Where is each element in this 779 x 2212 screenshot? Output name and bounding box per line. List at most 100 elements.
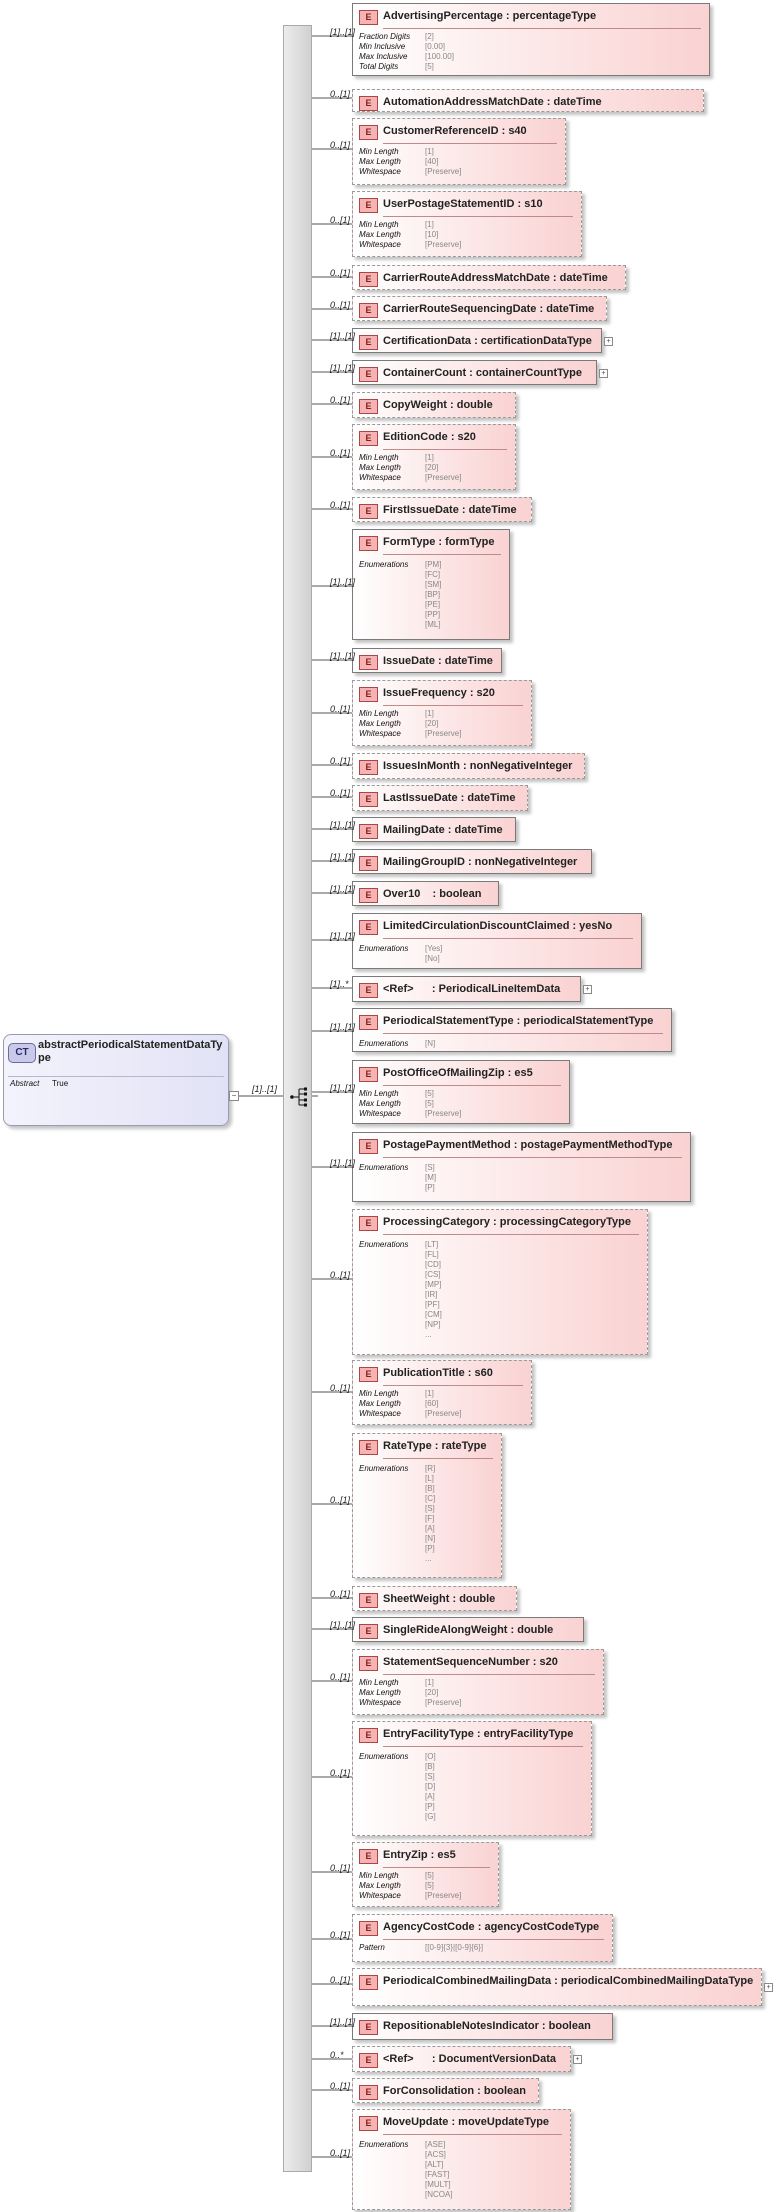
element-badge: E — [359, 536, 378, 551]
facet-label: Max Length — [359, 719, 401, 728]
element-badge: E — [359, 1849, 378, 1864]
facet-label: Total Digits — [359, 62, 399, 71]
enumeration-value: ... — [425, 1554, 432, 1563]
enumeration-value: [IR] — [425, 1290, 438, 1299]
element-badge: E — [359, 655, 378, 670]
element-multiplicity: [1]..[1] — [330, 2017, 356, 2027]
facet-divider — [383, 1939, 604, 1940]
facet-row: Max Length[40] — [359, 157, 438, 167]
element-multiplicity: [1]..[1] — [330, 363, 356, 373]
element-multiplicity: [1]..* — [330, 979, 349, 989]
facet-divider — [383, 1234, 639, 1235]
element-name: LastIssueDate : dateTime — [383, 792, 516, 804]
facet-row: Min Length[5] — [359, 1089, 434, 1099]
facet-label: Whitespace — [359, 473, 401, 482]
element-multiplicity: [1]..[1] — [330, 820, 356, 830]
facet-divider — [383, 938, 633, 939]
element-badge: E — [359, 303, 378, 318]
expand-icon[interactable]: + — [573, 2055, 582, 2064]
expand-icon[interactable]: + — [599, 368, 608, 378]
expand-icon[interactable]: + — [764, 1983, 773, 1992]
enumeration-value: [NP] — [425, 1320, 441, 1329]
facet-label: Max Length — [359, 463, 401, 472]
element-multiplicity: 0..[1] — [330, 1495, 351, 1505]
element-box[interactable]: E<Ref> : PeriodicalLineItemData — [352, 976, 581, 1002]
facet-label: Whitespace — [359, 167, 401, 176]
expand-icon[interactable]: + — [604, 336, 613, 346]
facet-value: [20] — [425, 1688, 439, 1697]
facet-value: [Preserve] — [425, 1109, 462, 1118]
element-badge: E — [359, 399, 378, 414]
facet-row: Min Length[1] — [359, 453, 434, 463]
element-badge: E — [359, 367, 378, 382]
enumerations-label: Enumerations — [359, 2140, 409, 2149]
element-name: LimitedCirculationDiscountClaimed : yesN… — [383, 920, 613, 932]
enumeration-value: [LT] — [425, 1240, 439, 1249]
facet-label: Whitespace — [359, 1698, 401, 1707]
element-multiplicity: 0..[1] — [330, 500, 351, 510]
element-badge: E — [359, 888, 378, 903]
facet-divider — [383, 1867, 490, 1868]
element-name: <Ref> : PeriodicalLineItemData — [383, 983, 561, 995]
enumerations-label: Enumerations — [359, 1163, 409, 1172]
enumeration-value: [O] — [425, 1752, 436, 1761]
enumeration-value: [ML] — [425, 620, 441, 629]
element-multiplicity: 0..[1] — [330, 704, 351, 714]
expand-icon[interactable]: + — [583, 985, 592, 994]
enumeration-value: [A] — [425, 1792, 435, 1801]
facet-row: Whitespace[Preserve] — [359, 473, 461, 483]
enumeration-value: [D] — [425, 1782, 436, 1791]
facet-divider — [383, 705, 523, 706]
facet-label: Min Length — [359, 1678, 399, 1687]
element-multiplicity: [1]..[1] — [330, 1158, 356, 1168]
facet-value: [1] — [425, 220, 434, 229]
collapse-toggle-icon[interactable]: − — [229, 1091, 239, 1101]
enumeration-value: [PM] — [425, 560, 442, 569]
element-box[interactable]: E<Ref> : DocumentVersionData — [352, 2046, 571, 2072]
facet-divider — [383, 1385, 523, 1386]
abstract-attribute-label: Abstract — [10, 1079, 40, 1088]
sequence-bar — [283, 25, 312, 2172]
complex-type-box[interactable]: CT abstractPeriodicalStatementDataType A… — [3, 1034, 229, 1126]
facet-label: Whitespace — [359, 1109, 401, 1118]
facet-value: [1] — [425, 1389, 434, 1398]
enumeration-value: [S] — [425, 1504, 435, 1513]
facet-label: Min Length — [359, 1389, 399, 1398]
